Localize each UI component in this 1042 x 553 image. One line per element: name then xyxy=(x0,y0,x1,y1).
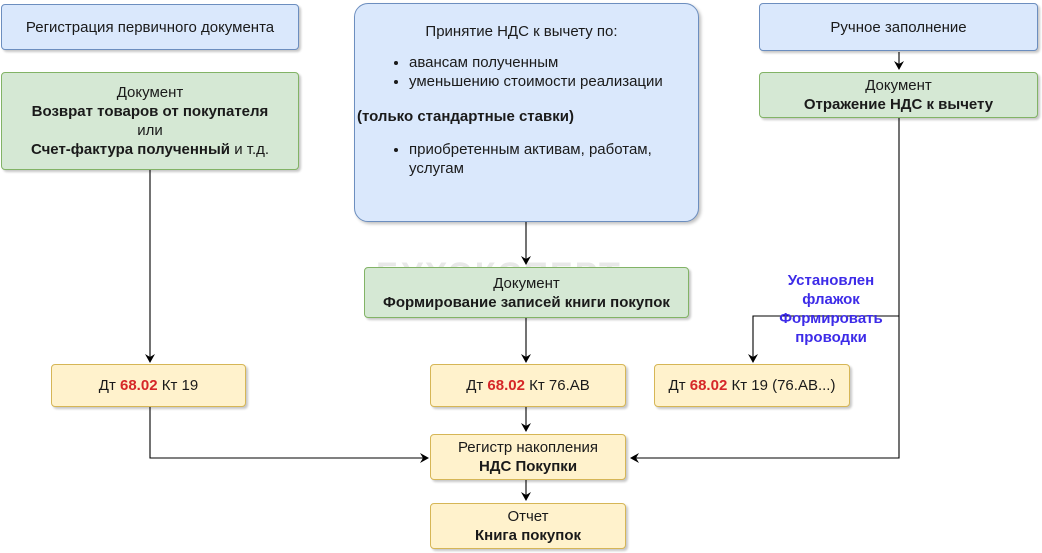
left-entry-box: Дт 68.02 Кт 19 xyxy=(51,364,246,407)
left-doc-name2: Счет-фактура полученный xyxy=(30,141,231,158)
left-document-box: Документ Возврат товаров от покупателя и… xyxy=(1,72,299,170)
condition-line: Установлен xyxy=(787,272,875,289)
center-list-a: авансам полученным уменьшению стоимости … xyxy=(385,53,688,91)
center-entry-kt: Кт 76.АВ xyxy=(524,377,590,394)
left-doc-name1: Возврат товаров от покупателя xyxy=(31,103,269,120)
center-entry-box: Дт 68.02 Кт 76.АВ xyxy=(430,364,626,407)
center-document-box: Документ Формирование записей книги поку… xyxy=(364,267,689,318)
center-list-b: приобретенным активам, работам, услугам xyxy=(385,140,688,178)
right-condition-label: Установлен флажок Формировать проводки xyxy=(766,271,896,347)
report-name: Книга покупок xyxy=(475,527,581,544)
right-entry-dt: Дт xyxy=(668,377,690,394)
left-entry-dt: Дт xyxy=(98,377,120,394)
left-entry-account: 68.02 xyxy=(120,377,158,394)
condition-line: флажок xyxy=(802,291,860,308)
center-note: (только стандартные ставки) xyxy=(357,108,574,125)
right-document-box: Документ Отражение НДС к вычету xyxy=(759,72,1038,118)
right-header-text: Ручное заполнение xyxy=(830,18,967,36)
center-list-a-item: уменьшению стоимости реализации xyxy=(409,72,688,91)
center-vat-box: Принятие НДС к вычету по: авансам получе… xyxy=(354,3,699,222)
center-header-text: Принятие НДС к вычету по: xyxy=(425,23,618,40)
register-name: НДС Покупки xyxy=(478,458,578,475)
arrow-left-entry-to-register xyxy=(149,407,429,463)
center-entry-account: 68.02 xyxy=(487,377,525,394)
center-entry-dt: Дт xyxy=(466,377,488,394)
center-doc-name: Формирование записей книги покупок xyxy=(383,293,670,311)
report-caption: Отчет xyxy=(507,508,549,525)
register-box: Регистр накопления НДС Покупки xyxy=(430,434,626,480)
right-entry-kt: Кт 19 (76.АВ...) xyxy=(727,377,836,394)
right-entry-account: 68.02 xyxy=(689,377,728,394)
right-entry-box: Дт 68.02 Кт 19 (76.АВ...) xyxy=(654,364,850,407)
center-doc-caption: Документ xyxy=(493,274,560,292)
right-doc-name: Отражение НДС к вычету xyxy=(803,96,994,113)
report-box: Отчет Книга покупок xyxy=(430,503,626,549)
arrow-right-doc-to-register xyxy=(630,118,900,463)
right-header-box: Ручное заполнение xyxy=(759,3,1038,51)
condition-line: проводки xyxy=(795,329,867,346)
condition-line: Формировать xyxy=(779,310,883,327)
arrow-right-branch-to-entry xyxy=(748,315,899,363)
left-header-box: Регистрация первичного документа xyxy=(1,4,299,50)
left-doc-caption: Документ xyxy=(116,84,184,101)
center-list-b-item: приобретенным активам, работам, услугам xyxy=(409,140,688,178)
center-list-a-item: авансам полученным xyxy=(409,53,688,72)
left-doc-or: или xyxy=(137,122,163,139)
left-doc-suffix: и т.д. xyxy=(230,141,270,158)
register-caption: Регистр накопления xyxy=(457,439,599,456)
right-doc-caption: Документ xyxy=(865,77,932,94)
left-entry-kt: Кт 19 xyxy=(157,377,199,394)
left-header-text: Регистрация первичного документа xyxy=(25,18,275,36)
